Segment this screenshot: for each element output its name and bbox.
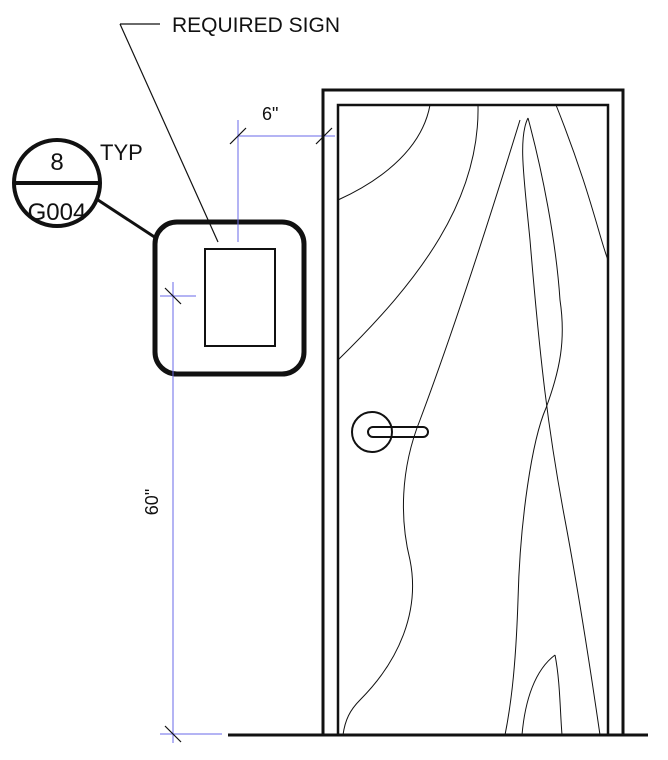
offset-dimension-label: 6" [262, 104, 278, 124]
detail-number: 8 [50, 149, 63, 176]
detail-tag-leader [97, 198, 157, 240]
required-sign-label: REQUIRED SIGN [172, 14, 340, 37]
door-lever-handle-icon [351, 411, 429, 453]
sign-detail-bubble [152, 219, 307, 377]
offset-dimension [229, 120, 335, 242]
mounting-height-dimension [160, 282, 222, 743]
door-wood-grain [337, 104, 609, 736]
required-sign-leader [119, 23, 219, 243]
detail-reference-tag [12, 138, 102, 228]
typical-note: TYP [100, 140, 143, 165]
sheet-number: G004 [28, 199, 87, 226]
door-leaf [336, 103, 610, 737]
required-sign-panel [204, 248, 276, 347]
mounting-height-label: 60" [142, 489, 162, 515]
